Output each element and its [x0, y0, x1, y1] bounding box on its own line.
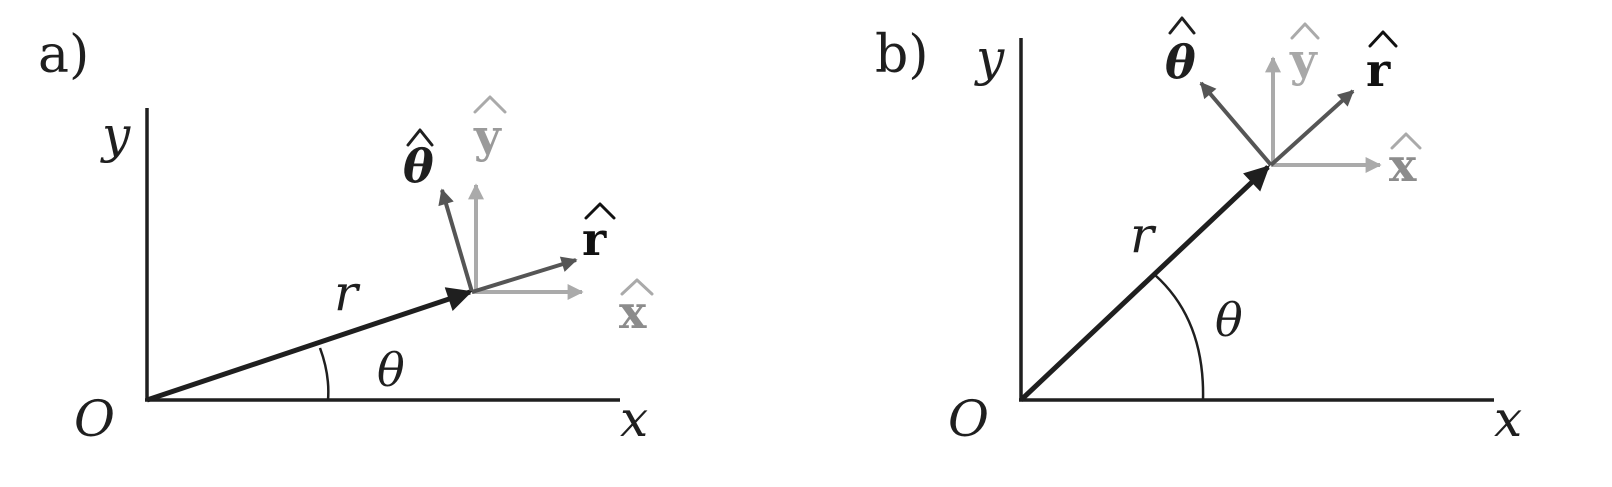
panel-b-theta-label: θ [1215, 293, 1243, 347]
panel-b-x-hat-label-group: x [1389, 132, 1422, 192]
panel-b-y-axis-label: y [974, 29, 1005, 87]
panel-a-theta-hat-label: θ [403, 139, 434, 193]
panel-a-theta-arc [318, 347, 330, 401]
panel-b-label: b) [875, 25, 929, 85]
panel-b-theta-hat-label: θ [1165, 35, 1196, 89]
panel-b-r-hat-caret [1368, 30, 1398, 48]
panel-b-x-hat-label: x [1389, 138, 1417, 192]
panel-a-theta-hat-label-group: θ [403, 128, 434, 193]
panel-a-r-hat-vector [471, 256, 578, 294]
panel-b-r-hat-label-group: r [1366, 30, 1398, 97]
panel-b-x-axis-label: x [1494, 390, 1522, 448]
panel-b-y-hat-label-group: y [1289, 22, 1320, 87]
panel-a-r-hat-label: r [582, 212, 607, 266]
panel-b-y-hat-caret [1290, 22, 1320, 40]
panel-a-position-vector [146, 287, 473, 403]
panel-a-origin-label: O [74, 390, 115, 448]
panel-a-label: a) [38, 25, 89, 85]
panel-b-origin-label: O [948, 390, 989, 448]
panel-a-y-hat-caret [473, 95, 507, 114]
panel-b-theta-hat-vector [1199, 81, 1273, 167]
panel-b-x-hat-caret [1390, 132, 1422, 150]
panel-a-x-hat-label: x [619, 285, 647, 339]
panel-b-r-hat-label: r [1366, 43, 1391, 97]
panel-b-r-label: r [1130, 206, 1157, 264]
panel-a-x-hat-caret [620, 278, 654, 296]
panel-a-theta-hat-vector [438, 188, 474, 293]
panel-a-y-hat-label: y [473, 109, 502, 163]
panel-b-theta-arc [1154, 274, 1205, 401]
panel-a-y-axis-label: y [100, 106, 131, 164]
panel-a-x-axis-label: x [620, 390, 648, 448]
panel-a-r-hat-caret [584, 202, 616, 220]
panel-a: a) y x O θ r θ y r [38, 25, 654, 448]
panel-a-r-hat-label-group: r [582, 202, 616, 266]
panel-b-r-hat-vector [1269, 89, 1355, 167]
panel-b-y-hat-label: y [1289, 33, 1318, 87]
panel-a-y-hat-label-group: y [473, 95, 507, 163]
panel-a-theta-label: θ [377, 343, 405, 397]
panel-a-theta-hat-caret [406, 128, 434, 147]
panel-b-theta-hat-caret [1168, 16, 1196, 35]
panel-b: b) y x O θ r θ y r [875, 16, 1522, 448]
panel-a-x-hat-label-group: x [619, 278, 654, 339]
panel-b-theta-hat-label-group: θ [1165, 16, 1196, 89]
panel-a-r-label: r [334, 264, 361, 322]
panel-b-position-vector [1019, 165, 1270, 402]
